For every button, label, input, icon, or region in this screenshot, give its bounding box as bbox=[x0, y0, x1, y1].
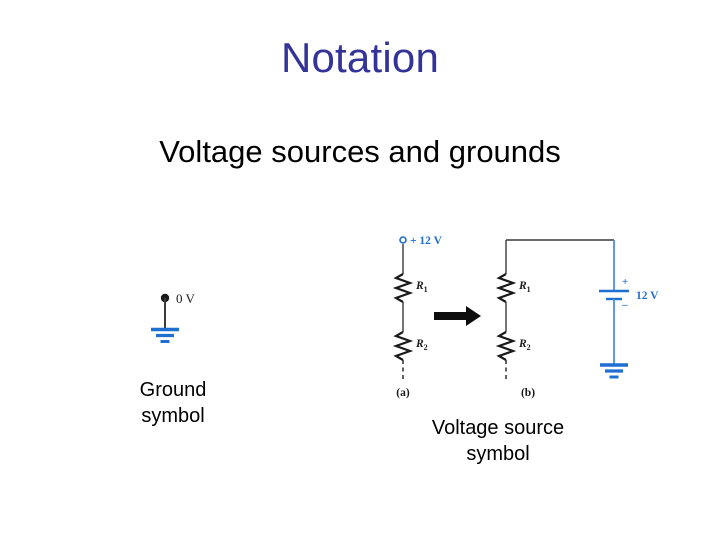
ground-symbol-caption: Ground symbol bbox=[139, 379, 207, 427]
ground-symbol-icon: 0 V bbox=[151, 291, 196, 343]
circuit-a-resistor-r2-icon bbox=[392, 331, 414, 361]
voltage-source-circuit-figure: + 12 V R1 R2 (a) bbox=[378, 228, 678, 399]
circuit-b-sublabel: (b) bbox=[521, 387, 535, 399]
circuit-b-resistor-r2-label: R2 bbox=[518, 338, 531, 352]
circuit-a-resistor-r2-label: R2 bbox=[415, 338, 428, 352]
circuit-b-resistor-r1-label: R1 bbox=[518, 280, 531, 294]
ground-symbol-figure: 0 V bbox=[120, 278, 250, 358]
page-title: Notation bbox=[280, 34, 440, 81]
open-circle-terminal-icon bbox=[399, 236, 407, 244]
circuit-a-resistor-r1-label: R1 bbox=[415, 280, 428, 294]
battery-negative-sign: – bbox=[621, 299, 628, 311]
circuit-b-resistor-r1-icon bbox=[495, 273, 517, 303]
battery-positive-sign: + bbox=[622, 276, 628, 288]
circuit-a-terminal-label: + 12 V bbox=[410, 235, 443, 247]
battery-value-label: 12 V bbox=[636, 290, 659, 302]
circuit-a-sublabel: (a) bbox=[396, 387, 410, 399]
circuit-a-group: + 12 V R1 R2 (a) bbox=[392, 235, 443, 399]
circuit-b-resistor-r2-icon bbox=[495, 331, 517, 361]
voltage-source-symbol-caption: Voltage source symbol bbox=[431, 417, 565, 465]
circuit-b-group: R1 R2 (b) + – 1 bbox=[495, 239, 659, 399]
circuit-a-resistor-r1-icon bbox=[392, 273, 414, 303]
slide-subtitle: Voltage sources and grounds bbox=[159, 134, 561, 169]
circuit-b-ground-icon bbox=[600, 363, 628, 379]
ground-node-label: 0 V bbox=[176, 291, 196, 306]
transition-arrow-icon bbox=[434, 306, 481, 326]
